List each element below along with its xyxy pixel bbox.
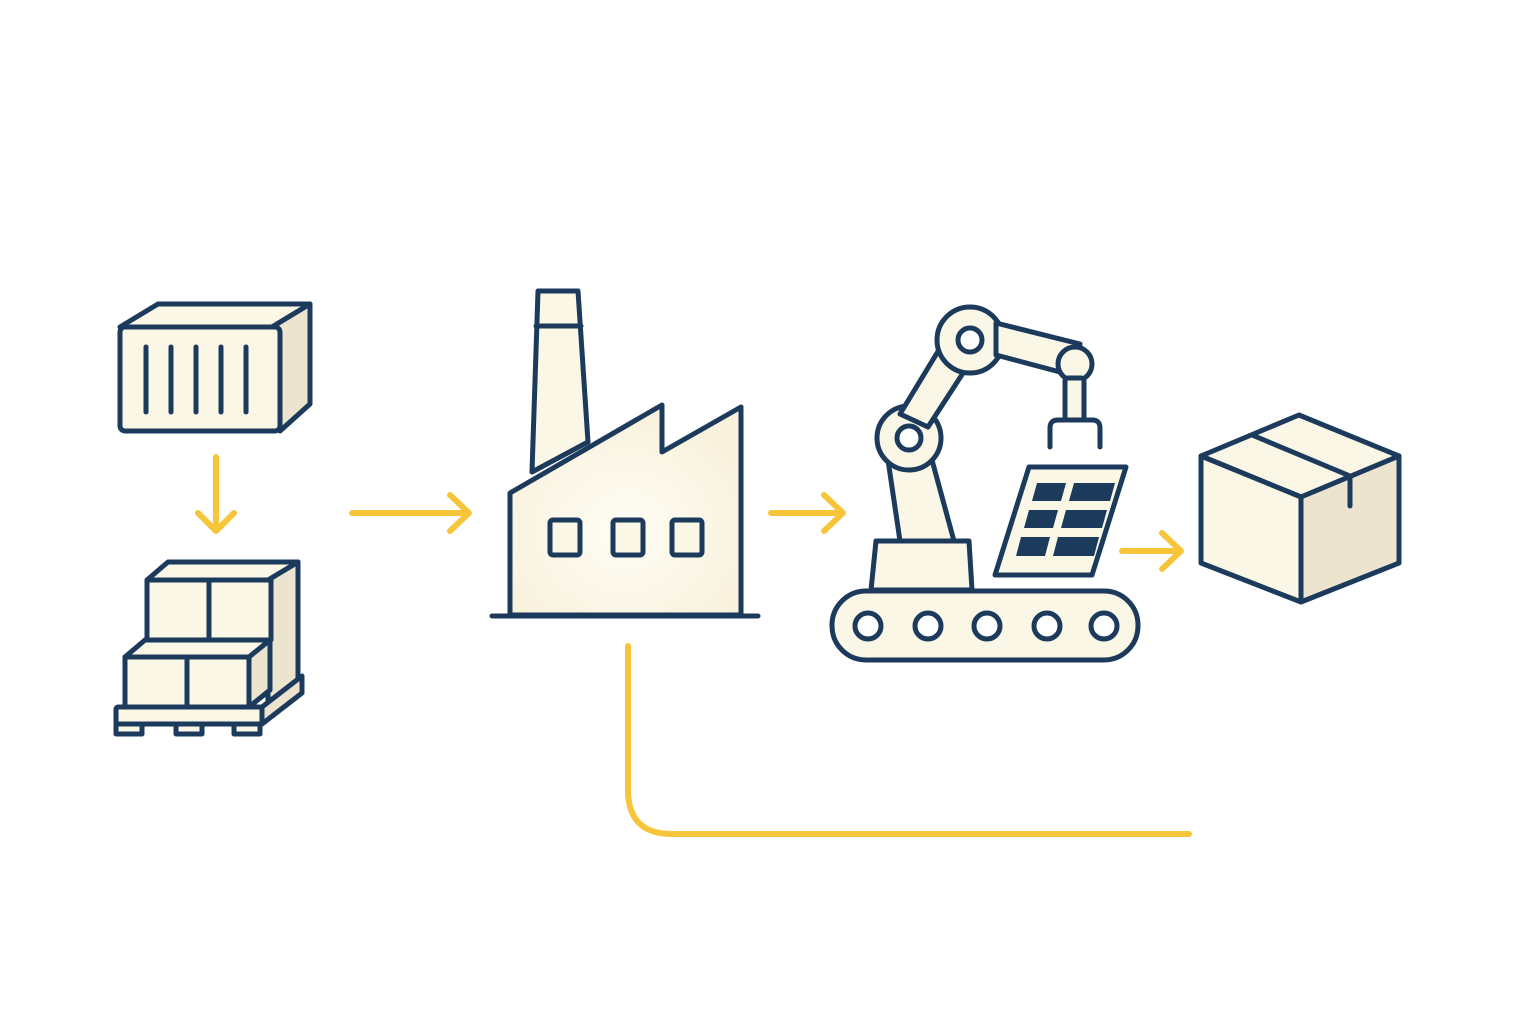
factory-icon (489, 288, 761, 619)
flow-arrow-to-package (1119, 530, 1184, 572)
package-box-icon (1198, 412, 1402, 605)
flow-arrow-to-robot (768, 492, 846, 534)
flow-arrow-to-factory (349, 492, 472, 534)
pallet-boxes-icon (113, 559, 305, 737)
flow-return-line (625, 643, 1192, 837)
robot-arm-solar-panel-icon (829, 304, 1141, 663)
flow-arrow-down (195, 454, 237, 534)
shipping-container-icon (117, 301, 313, 434)
